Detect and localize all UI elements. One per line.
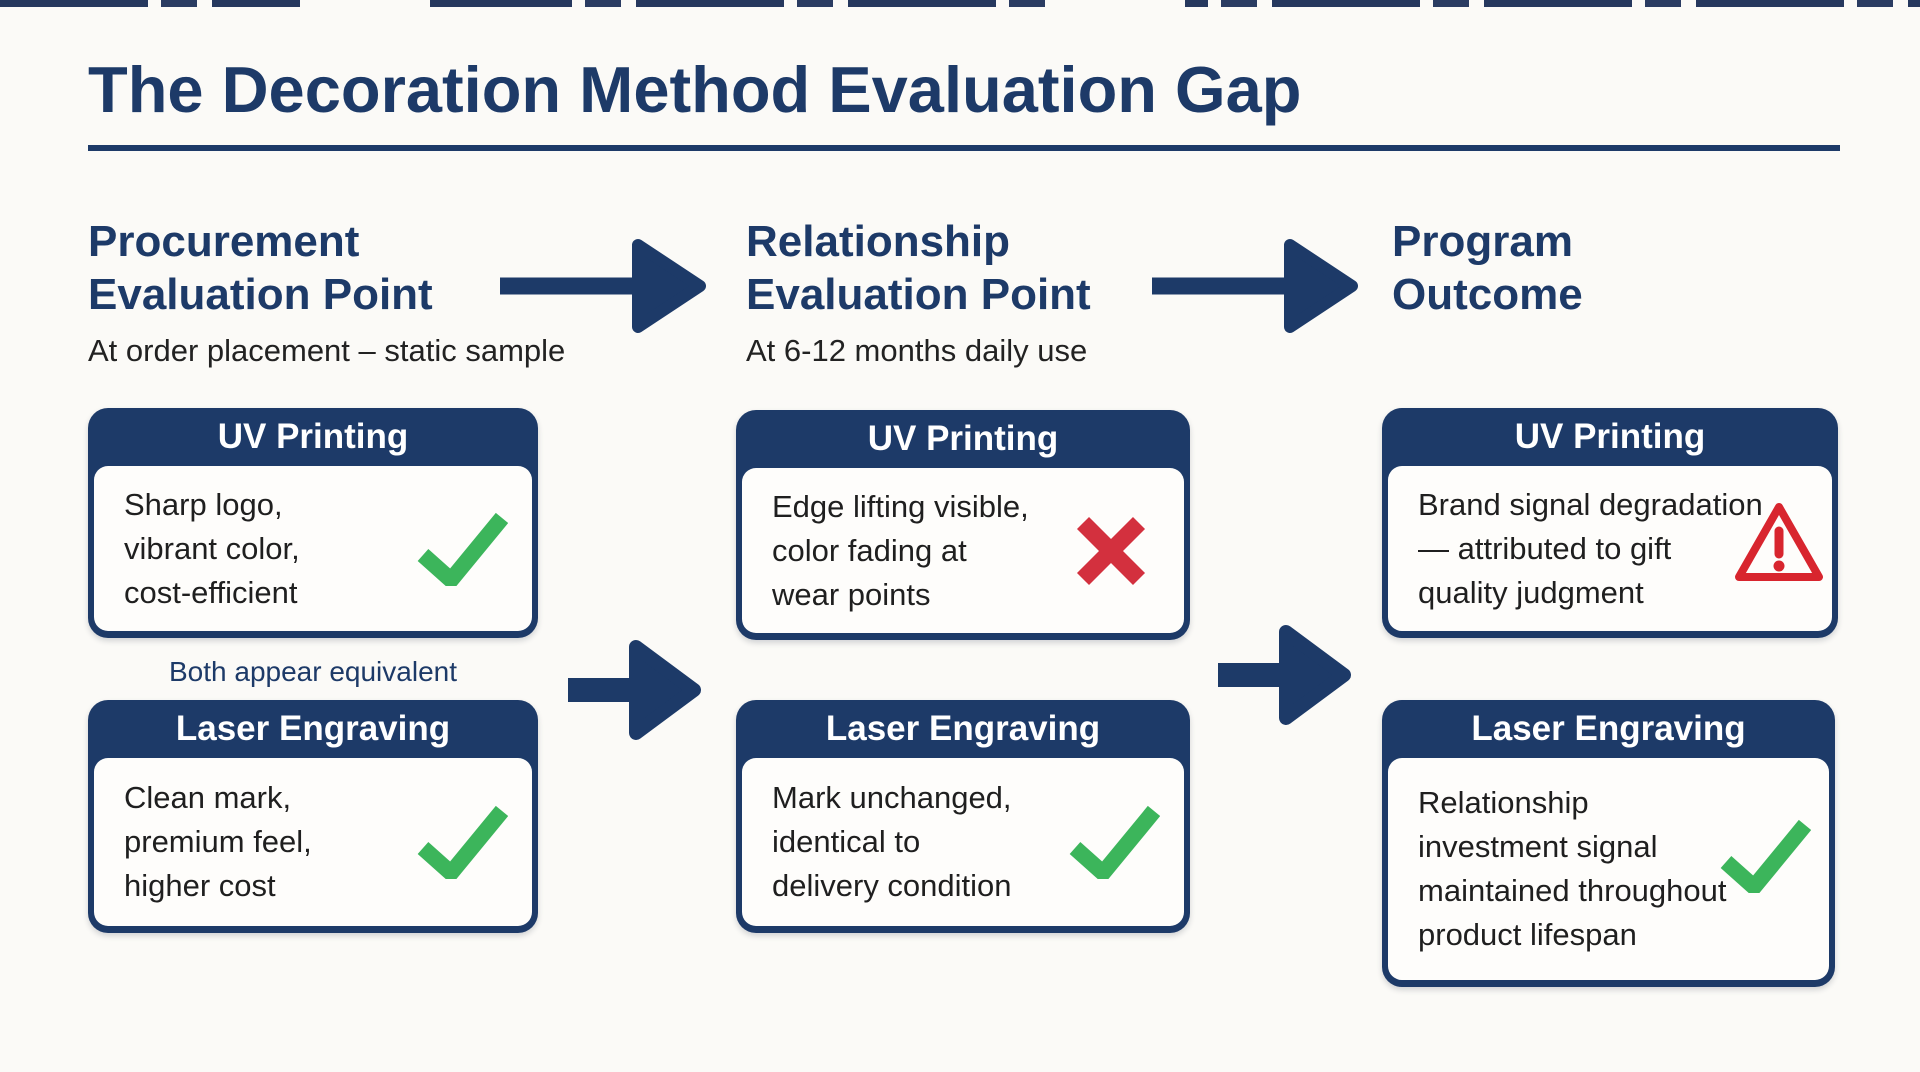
card-text-line: investment signal [1418,829,1658,864]
card-text-line: identical to [772,824,921,859]
arrow-right-icon [500,239,706,333]
card-text-line: wear points [772,576,931,612]
card-title: Laser Engraving [88,700,538,758]
card-text: Sharp logo, vibrant color, cost-efficien… [94,483,300,615]
flow-arrow-cards-procurement-to-relationship [566,635,702,750]
card-text-line: maintained throughout [1418,873,1727,908]
stage-title: Evaluation Point [746,270,1091,319]
stage-title: Relationship [746,217,1011,266]
flow-arrow-procurement-to-relationship [498,232,706,343]
card-body: Clean mark, premium feel, higher cost [94,758,532,926]
arrow-right-icon [1218,625,1351,725]
card-procurement-laser-engraving: Laser Engraving Clean mark, premium feel… [88,700,538,933]
card-body: Sharp logo, vibrant color, cost-efficien… [94,466,532,631]
card-body: Mark unchanged, identical to delivery co… [742,758,1184,926]
card-text-line: cost-efficient [124,574,298,610]
arrow-right-icon [1152,239,1358,333]
card-title: UV Printing [1382,408,1838,466]
card-text: Relationship investment signal maintaine… [1388,781,1727,957]
card-text-line: quality judgment [1418,574,1644,610]
method-label: UV Printing [1514,417,1706,456]
top-edge-artifact [0,0,1920,7]
card-outcome-laser-engraving: Laser Engraving Relationship investment … [1382,700,1835,987]
check-icon [416,805,509,885]
card-outcome-uv-printing: UV Printing Brand signal degradation — a… [1382,408,1838,638]
x-icon [1074,514,1148,588]
card-procurement-uv-printing: UV Printing Sharp logo, vibrant color, c… [88,408,538,638]
card-text-line: premium feel, [124,824,312,859]
method-label: Laser Engraving [825,709,1101,748]
card-text-line: Edge lifting visible, [772,488,1029,524]
stage-header-outcome: Program Outcome [1392,215,1583,321]
card-text: Edge lifting visible, color fading at we… [742,485,1029,617]
card-text-line: vibrant color, [124,530,300,566]
card-text-line: delivery condition [772,868,1012,903]
stage-subtitle: At order placement – static sample [88,333,566,368]
card-text: Brand signal degradation — attributed to… [1388,483,1763,615]
card-title: Laser Engraving [736,700,1190,758]
title-underline [88,145,1840,151]
method-label: UV Printing [217,417,409,456]
card-text-line: Clean mark, [124,780,292,815]
method-label: Laser Engraving [175,709,451,748]
method-label: Laser Engraving [1471,709,1746,748]
card-title: UV Printing [88,408,538,466]
stage-header-relationship: Relationship Evaluation Point At 6-12 mo… [746,215,1091,369]
card-text-line: Sharp logo, [124,486,283,522]
card-text: Clean mark, premium feel, higher cost [94,776,312,908]
stage-title: Program [1392,217,1573,266]
stage-title: Evaluation Point [88,270,433,319]
stage-title: Outcome [1392,270,1583,319]
flow-arrow-cards-relationship-to-outcome [1216,620,1352,735]
method-label: UV Printing [867,419,1059,458]
page-title: The Decoration Method Evaluation Gap [88,53,1302,126]
card-title: Laser Engraving [1382,700,1835,758]
card-text: Mark unchanged, identical to delivery co… [742,776,1012,908]
check-icon [416,512,509,592]
check-icon [1068,805,1161,885]
card-relationship-laser-engraving: Laser Engraving Mark unchanged, identica… [736,700,1190,933]
warning-triangle-icon [1731,497,1827,587]
equivalence-note: Both appear equivalent [169,656,457,687]
arrow-right-icon [568,640,701,740]
card-text-line: Mark unchanged, [772,780,1012,815]
card-body: Edge lifting visible, color fading at we… [742,468,1184,633]
card-text-line: — attributed to gift [1418,530,1672,566]
card-text-line: product lifespan [1418,917,1637,952]
card-text-line: higher cost [124,868,276,903]
card-text-line: color fading at [772,532,967,568]
card-title: UV Printing [736,410,1190,468]
card-text-line: Relationship [1418,785,1589,820]
flow-arrow-relationship-to-outcome [1150,232,1358,343]
stage-subtitle: At 6-12 months daily use [746,333,1088,368]
card-text-line: Brand signal degradation [1418,486,1763,522]
card-relationship-uv-printing: UV Printing Edge lifting visible, color … [736,410,1190,640]
stage-title: Procurement [88,217,360,266]
stage-header-procurement: Procurement Evaluation Point At order pl… [88,215,565,369]
check-icon [1719,819,1812,899]
card-body: Relationship investment signal maintaine… [1388,758,1829,980]
card-body: Brand signal degradation — attributed to… [1388,466,1832,631]
